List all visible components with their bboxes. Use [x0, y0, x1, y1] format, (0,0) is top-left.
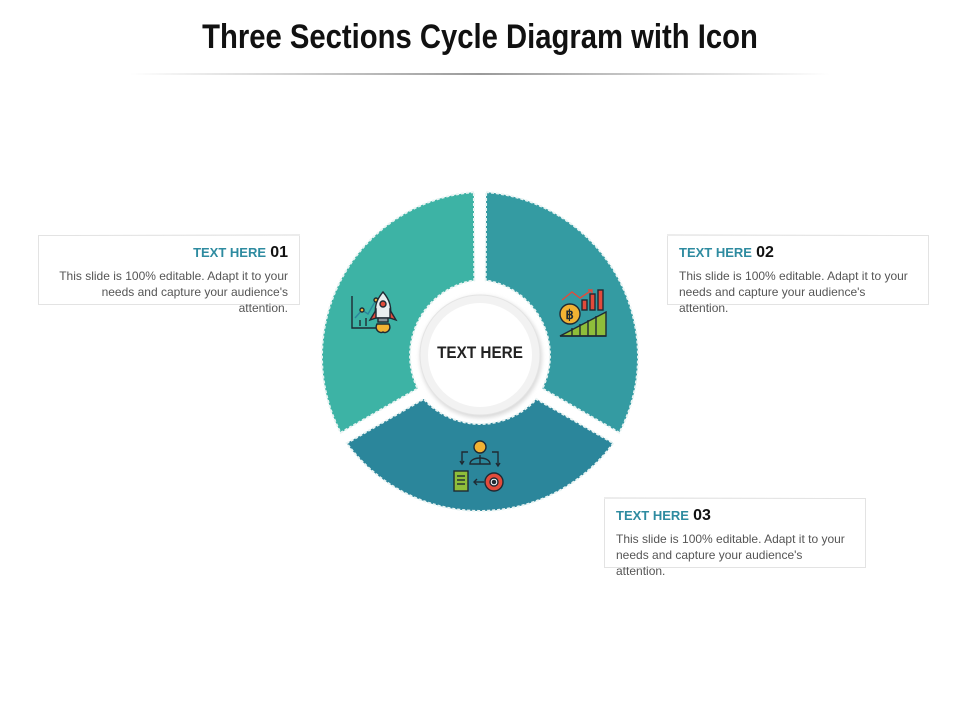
section-01-box: TEXT HERE 01 This slide is 100% editable…: [38, 234, 300, 315]
section-01-body: This slide is 100% editable. Adapt it to…: [59, 269, 288, 315]
section-02-body: This slide is 100% editable. Adapt it to…: [679, 269, 908, 315]
segment-1: [321, 191, 476, 435]
section-03-number: 03: [693, 507, 711, 524]
person-process-icon: [453, 440, 504, 492]
section-01-heading: TEXT HERE 01: [50, 244, 288, 262]
segment-3: [345, 397, 615, 512]
section-03-box: TEXT HERE 03 This slide is 100% editable…: [604, 497, 866, 578]
bitcoin-chart-icon: ฿: [559, 289, 607, 337]
rocket-growth-icon: [351, 290, 398, 334]
section-02-label: TEXT HERE: [679, 245, 752, 260]
center-label: TEXT HERE: [437, 343, 523, 362]
title-divider: [130, 73, 830, 75]
section-03-body: This slide is 100% editable. Adapt it to…: [616, 532, 845, 578]
section-01-label: TEXT HERE: [193, 245, 267, 260]
section-01-number: 01: [270, 244, 288, 261]
section-03-heading: TEXT HERE 03: [616, 507, 854, 525]
svg-text:฿: ฿: [566, 307, 574, 322]
center-circle-inner: [428, 303, 532, 407]
section-02-box: TEXT HERE 02 This slide is 100% editable…: [667, 234, 929, 315]
section-02-number: 02: [756, 244, 774, 261]
section-02-heading: TEXT HERE 02: [679, 244, 917, 262]
section-03-label: TEXT HERE: [616, 508, 689, 523]
page-title: Three Sections Cycle Diagram with Icon: [202, 18, 758, 56]
